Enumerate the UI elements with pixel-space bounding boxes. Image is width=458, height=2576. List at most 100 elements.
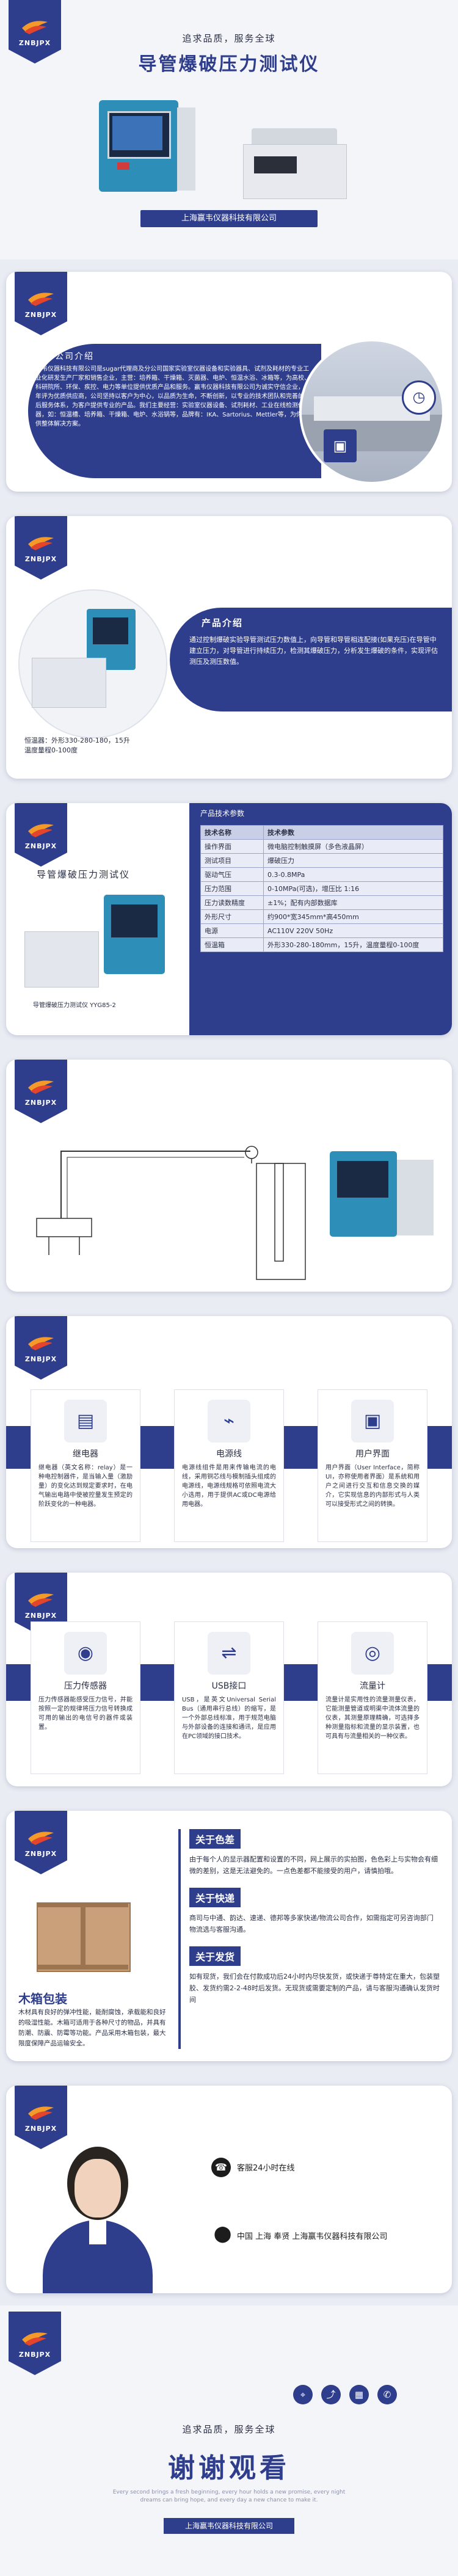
- about-card: ZNBJPX 公司介绍 赢韦仪器科技有限公司是sugar代理商及分公司国家实验室…: [6, 272, 452, 492]
- parts2-section: ZNBJPX ◉ 压力传感器压力传感器能感受压力信号，并能按照一定的规律将压力信号…: [0, 1560, 458, 1799]
- contact-section: ZNBJPX ☎ 客服24小时在线 ⬤ 中国 上海 奉贤 上海赢韦仪器科技有限公…: [0, 2073, 458, 2305]
- param-value: 约900*宽345mm*高450mm: [263, 909, 443, 924]
- param-name: 恒温箱: [200, 937, 264, 952]
- pipe-test-diagram: [36, 1146, 306, 1280]
- part-card: ◉ 压力传感器压力传感器能感受压力信号，并能按照一定的规律将压力信号转换成可用的输…: [31, 1621, 140, 1774]
- part-name: 电源线: [216, 1449, 242, 1459]
- hotline-text: 客服24小时在线: [237, 2164, 295, 2173]
- logo-text: ZNBJPX: [18, 2351, 51, 2359]
- clock-icon: ◷: [402, 380, 436, 415]
- phone-icon[interactable]: ✆: [377, 2385, 397, 2404]
- product-caption: 恒温器：外形330-280-180，15升 温度量程0-100度: [24, 737, 130, 754]
- logo-icon: [28, 293, 54, 306]
- diagram-device-image: [330, 1151, 440, 1249]
- logo-icon: [22, 21, 48, 34]
- params-left-title: 导管爆破压力测试仪: [37, 869, 131, 880]
- location-icon: ⬤: [214, 2225, 232, 2243]
- param-name: 测试项目: [200, 853, 264, 868]
- param-value: 0-10MPa(可选)，增压比 1:16: [263, 881, 443, 896]
- product-intro-card: ZNBJPX 恒温器：外形330-280-180，15升 温度量程0-100度 …: [6, 516, 452, 779]
- param-name: 技术名称: [200, 825, 264, 840]
- param-value: 爆破压力: [263, 853, 443, 868]
- part-icon: ⇌: [208, 1632, 250, 1675]
- about-body: 赢韦仪器科技有限公司是sugar代理商及分公司国家实验室仪器设备和实验器具、试剂…: [35, 366, 310, 428]
- logo-icon: [28, 1593, 54, 1607]
- part-card: ▣用户界面用户界面（User Interface，简称 UI，亦称使用者界面）是…: [318, 1389, 427, 1542]
- about-heading: 公司介绍: [55, 352, 94, 362]
- wooden-box-image: [24, 1884, 147, 1976]
- footer-icons: ⌖ ⤴ ▦ ✆: [293, 2385, 397, 2404]
- params-row: 恒温箱外形330-280-180mm，15升，温度量程0-100度: [200, 937, 443, 952]
- service-item-title: 关于色差: [189, 1829, 241, 1849]
- logo-text: ZNBJPX: [24, 1099, 57, 1107]
- share-icon[interactable]: ⤴: [321, 2385, 341, 2404]
- image-icon[interactable]: ▦: [349, 2385, 369, 2404]
- part-card: ⌁电源线电源线组件是用来传输电流的电线，采用铜芯线与模制插头组成的电源线，电源线…: [174, 1389, 284, 1542]
- part-icon: ⌁: [208, 1400, 250, 1443]
- params-heading: 产品技术参数: [200, 809, 245, 818]
- service-item-title: 关于快递: [189, 1888, 241, 1907]
- box-title: 木箱包装: [18, 1992, 67, 2006]
- service-card: ZNBJPX 木箱包装 木材具有良好的弹冲性能，能耐腐蚀，承载能和良好的吸湿性能…: [6, 1811, 452, 2061]
- brand-logo: ZNBJPX: [15, 1573, 67, 1636]
- brand-logo: ZNBJPX: [9, 2312, 61, 2375]
- part-desc: 继电器（英文名称：relay）是一种电控制器件，是当输入量（激励量）的变化达到规…: [38, 1464, 133, 1508]
- brand-logo: ZNBJPX: [15, 1060, 67, 1123]
- brand-logo: ZNBJPX: [9, 0, 61, 64]
- logo-text: ZNBJPX: [24, 1850, 57, 1858]
- brand-logo: ZNBJPX: [15, 2086, 67, 2149]
- param-name: 操作界面: [200, 839, 264, 854]
- service-item: 关于快递商司与中通、韵达、速递、德邦等多家快递/物流公司合作，如需指定可另咨询部…: [189, 1888, 440, 1935]
- params-card: ZNBJPX 导管爆破压力测试仪 导管爆破压力测试仪 YYG85-2 产品技术参…: [6, 803, 452, 1035]
- service-item-body: 由于每个人的显示器配置和设置的不同，网上展示的实拍图，色色彩上与实物会有细微的差…: [189, 1855, 438, 1875]
- product-intro-section: ZNBJPX 恒温器：外形330-280-180，15升 温度量程0-100度 …: [0, 504, 458, 791]
- part-name: 用户界面: [355, 1449, 390, 1459]
- params-row: 操作界面微电脑控制触摸屏（多色液晶屏）: [200, 839, 443, 854]
- logo-text: ZNBJPX: [24, 311, 57, 319]
- thanks-title: 谢谢观看: [168, 2453, 290, 2484]
- params-caption: 导管爆破压力测试仪 YYG85-2: [33, 1002, 116, 1009]
- logo-icon: [28, 1080, 54, 1094]
- param-name: 压力范围: [200, 881, 264, 896]
- logo-text: ZNBJPX: [24, 1612, 57, 1620]
- part-desc: 压力传感器能感受压力信号，并能按照一定的规律将压力信号转换成可用的输出的电信号的…: [38, 1697, 133, 1731]
- param-value: 0.3-0.8MPa: [263, 867, 443, 882]
- param-value: 微电脑控制触摸屏（多色液晶屏）: [263, 839, 443, 854]
- logo-icon: [28, 2106, 54, 2120]
- part-card: ▤继电器继电器（英文名称：relay）是一种电控制器件，是当输入量（激励量）的变…: [31, 1389, 140, 1542]
- service-item-body: 商司与中通、韵达、速递、德邦等多家快递/物流公司合作，如需指定可另咨询部门物流选…: [189, 1914, 434, 1934]
- part-icon: ◎: [351, 1632, 394, 1675]
- brand-logo: ZNBJPX: [15, 1316, 67, 1380]
- logo-icon: [28, 537, 54, 550]
- brand-logo: ZNBJPX: [15, 516, 67, 580]
- param-value: 技术参数: [263, 825, 443, 840]
- location-icon[interactable]: ⌖: [293, 2385, 313, 2404]
- logo-icon: [28, 1337, 54, 1350]
- product-intro-panel: [170, 608, 452, 711]
- product-photo-circle: [18, 589, 167, 738]
- part-icon: ◉: [64, 1632, 107, 1675]
- param-name: 压力读数精度: [200, 895, 264, 910]
- brand-logo: ZNBJPX: [15, 1811, 67, 1874]
- company-badge: 上海赢韦仪器科技有限公司: [140, 210, 318, 227]
- contact-panel: [189, 2134, 452, 2281]
- box-desc: 木材具有良好的弹冲性能，能耐腐蚀，承载能和良好的吸湿性能。木箱可适用于各种尺寸的…: [18, 2009, 166, 2047]
- param-value: AC110V 220V 50Hz: [263, 923, 443, 938]
- params-section: ZNBJPX 导管爆破压力测试仪 导管爆破压力测试仪 YYG85-2 产品技术参…: [0, 791, 458, 1047]
- about-section: ZNBJPX 公司介绍 赢韦仪器科技有限公司是sugar代理商及分公司国家实验室…: [0, 260, 458, 504]
- part-desc: 流量计是实用性的流量测量仪表，它能测量管道或明渠中流体流量的仪表，其测量原理精确…: [325, 1697, 420, 1740]
- agent-photo: [31, 2141, 165, 2293]
- service-item-title: 关于发货: [189, 1946, 241, 1966]
- part-name: 压力传感器: [64, 1681, 107, 1691]
- headset-icon: ☎: [211, 2158, 231, 2177]
- param-name: 驱动气压: [200, 867, 264, 882]
- part-name: 流量计: [360, 1681, 385, 1691]
- param-name: 外形尺寸: [200, 909, 264, 924]
- header-section: ZNBJPX 追求品质，服务全球 导管爆破压力测试仪 上海赢韦仪器科技有限公司: [0, 0, 458, 260]
- logo-text: ZNBJPX: [24, 842, 57, 850]
- part-name: 继电器: [73, 1449, 98, 1459]
- footer-slogan: 追求品质，服务全球: [182, 2424, 276, 2435]
